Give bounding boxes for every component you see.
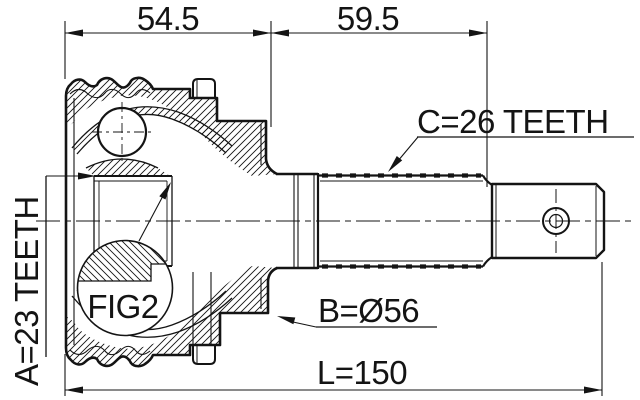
snap-ring-clip-bottom: [192, 345, 216, 365]
snap-ring-clip-top: [192, 78, 216, 98]
fig2-spline-profile: [77, 263, 173, 282]
shaft: [276, 172, 606, 270]
dimension-annotations: 54.5 59.5 C=26 TEETH A=23 TEETH B=Ø56 L=…: [8, 0, 634, 396]
inner-spline-arrow: [78, 172, 96, 180]
fig2-leader-line: [138, 193, 165, 242]
dimension-arrowheads: [65, 29, 602, 394]
fig2-spline-hatch: [77, 240, 173, 281]
splined-section: [318, 173, 483, 269]
ball-centerlines: [92, 102, 152, 162]
body-diameter-arrow: [277, 316, 296, 325]
housing-section: [64, 76, 278, 368]
boot-groove-arc-top: [69, 88, 151, 99]
housing-shell-hatch-bottom: [66, 266, 277, 367]
cage-arc-outer: [71, 106, 233, 149]
extension-lines: [64, 21, 603, 396]
shoulder-groove-lines: [293, 174, 315, 268]
overall-length-label: L=150: [317, 354, 407, 391]
outer-spline-arrow: [388, 156, 403, 172]
fig2-label: FIG2: [87, 288, 158, 325]
inner-spline-label: A=23 TEETH: [8, 196, 45, 386]
inner-race-hatch: [86, 159, 170, 176]
outer-spline-label: C=26 TEETH: [417, 103, 609, 140]
internal-edges: [192, 124, 262, 344]
boot-groove-arc-bottom: [69, 345, 151, 356]
shaft-shoulder-edges: [276, 172, 318, 270]
dim-59-5-label: 59.5: [337, 0, 399, 37]
fig2-leader-arrow: [159, 182, 171, 200]
body-diameter-leader: [292, 321, 317, 328]
fig2-detail-circle: FIG2: [76, 182, 174, 337]
housing-outline: [64, 76, 278, 368]
dim-54-5-label: 54.5: [137, 0, 199, 37]
body-diameter-label: B=Ø56: [318, 292, 419, 329]
stub-shaft: [490, 182, 606, 260]
